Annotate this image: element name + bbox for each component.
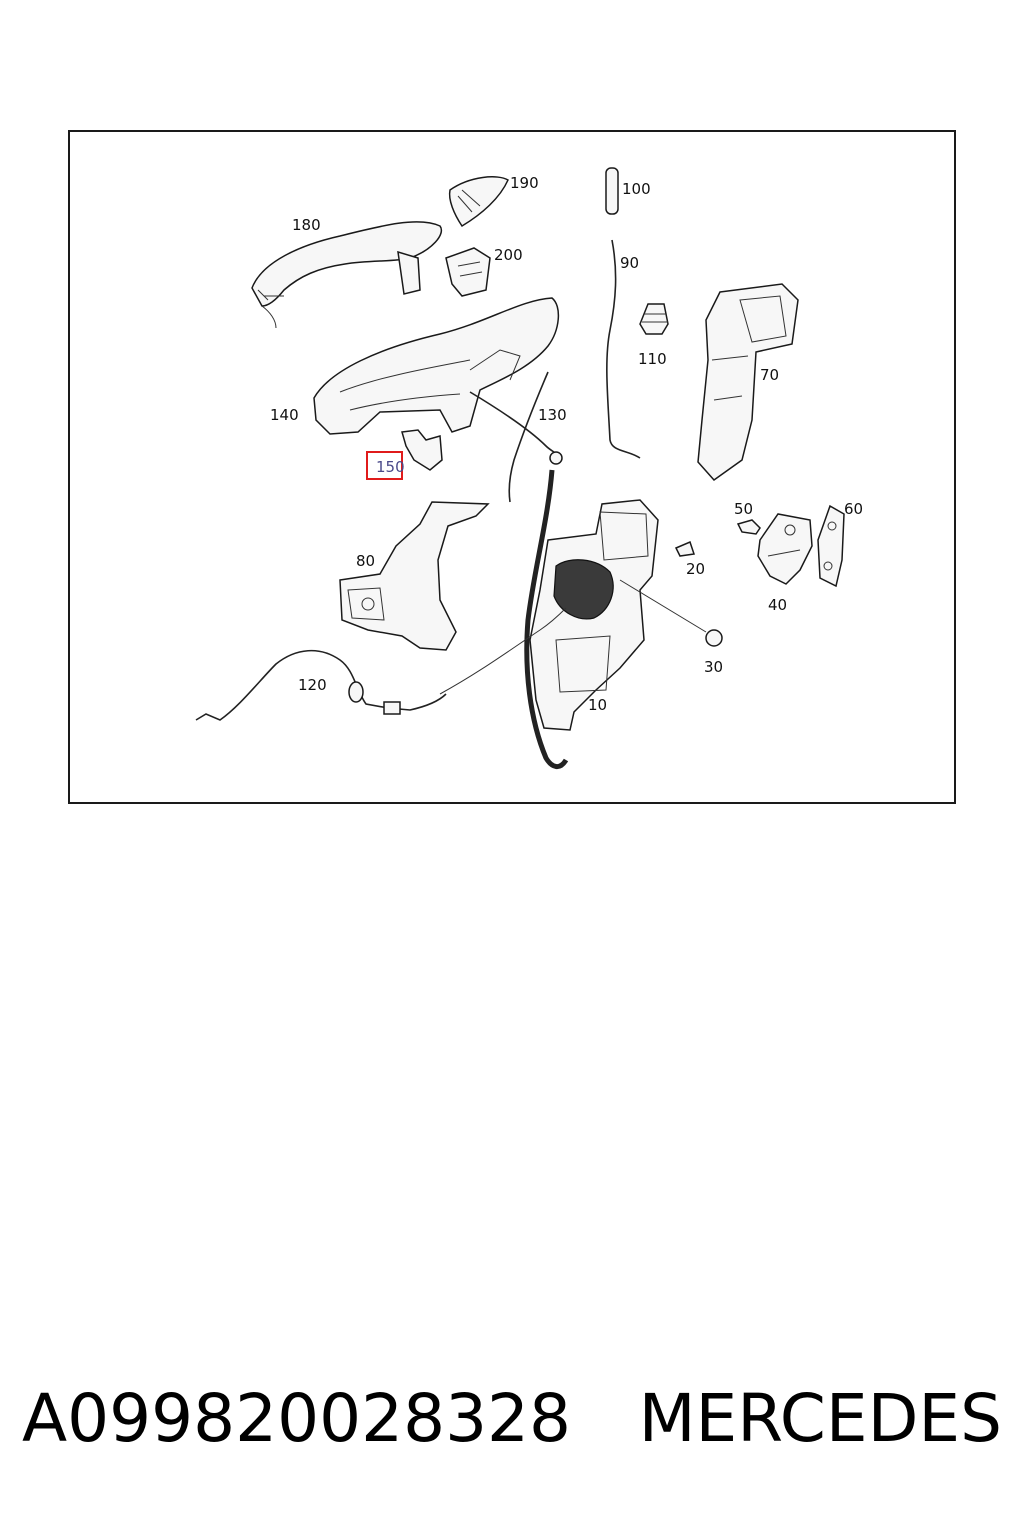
callout-20: 20 (686, 560, 705, 578)
part-100-pin (605, 167, 619, 215)
callout-30: 30 (704, 658, 723, 676)
part-130-rod (469, 371, 561, 503)
callout-80: 80 (356, 552, 375, 570)
callout-40: 40 (768, 596, 787, 614)
footer: A099820028328 MERCEDES (0, 1380, 1024, 1460)
callout-10: 10 (588, 696, 607, 714)
part-140-handle-carrier (313, 297, 560, 435)
callout-150-highlight-box (366, 451, 403, 480)
callout-200: 200 (494, 246, 523, 264)
part-80-bracket (339, 501, 490, 651)
callout-150: 150 (376, 458, 405, 476)
callout-90: 90 (620, 254, 639, 272)
part-150-sensor (401, 429, 443, 471)
part-110-grommet (639, 303, 669, 335)
part-10-latch (529, 499, 659, 731)
callout-60: 60 (844, 500, 863, 518)
part-20-screw (674, 540, 695, 557)
part-70-bracket (697, 283, 799, 482)
part-180-outer-handle (251, 221, 443, 329)
callout-120: 120 (298, 676, 327, 694)
callout-190: 190 (510, 174, 539, 192)
part-number: A099820028328 (22, 1380, 572, 1457)
part-90-rod (606, 239, 641, 459)
part-200-clip (445, 247, 491, 297)
part-40-striker (757, 513, 813, 585)
part-120-cable (195, 607, 567, 721)
part-60-plate (817, 504, 845, 588)
part-30-bolt (619, 579, 723, 647)
callout-140: 140 (270, 406, 299, 424)
callout-110: 110 (638, 350, 667, 368)
callout-130: 130 (538, 406, 567, 424)
part-50-screw (736, 519, 761, 535)
part-190-cap (448, 176, 509, 228)
part-cable-sleeve (524, 451, 569, 769)
callout-70: 70 (760, 366, 779, 384)
brand-name: MERCEDES (638, 1380, 1002, 1457)
callout-50: 50 (734, 500, 753, 518)
callout-100: 100 (622, 180, 651, 198)
callout-180: 180 (292, 216, 321, 234)
